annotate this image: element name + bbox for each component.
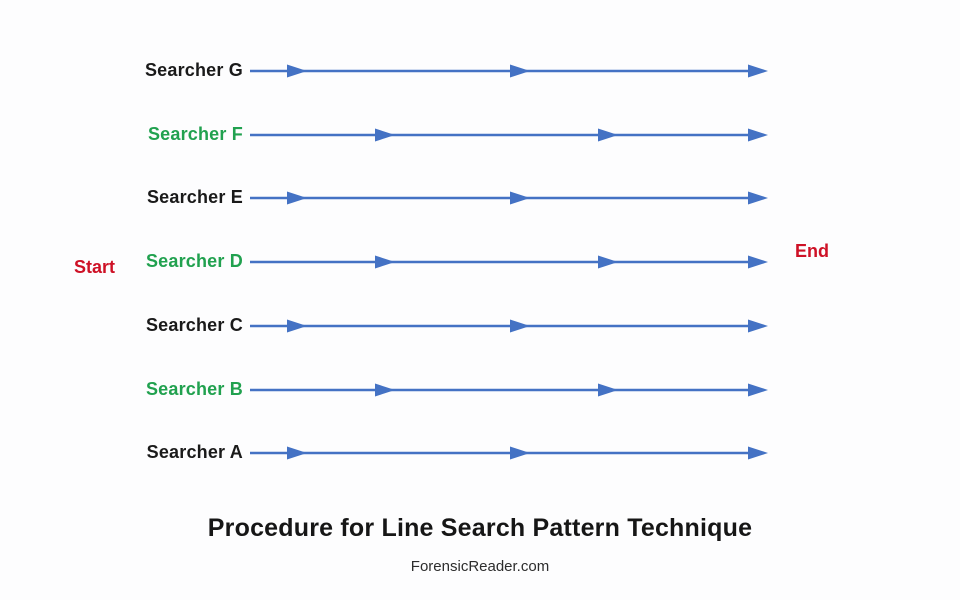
searcher-row: Searcher C: [0, 312, 960, 340]
searcher-row: Searcher G: [0, 57, 960, 85]
end-label: End: [795, 241, 829, 261]
searcher-row: Searcher B: [0, 376, 960, 404]
search-line-arrow-icon: [250, 255, 768, 269]
searcher-row: Searcher A: [0, 439, 960, 467]
search-line-arrow-icon: [250, 319, 768, 333]
searcher-label: Searcher A: [146, 442, 243, 463]
search-line-arrow-icon: [250, 64, 768, 78]
searcher-label: Searcher G: [144, 60, 243, 80]
searcher-row: Searcher D: [0, 248, 960, 276]
searcher-row: Searcher F: [0, 121, 960, 149]
searcher-label: Searcher F: [147, 123, 243, 144]
searcher-label: Searcher D: [145, 251, 243, 272]
start-label: Start: [74, 257, 116, 277]
searcher-label: Searcher C: [145, 314, 243, 335]
search-line-arrow-icon: [250, 128, 768, 142]
search-line-arrow-icon: [250, 446, 768, 460]
searcher-label: Searcher B: [145, 378, 243, 399]
searcher-row: Searcher E: [0, 184, 960, 212]
search-line-arrow-icon: [250, 191, 768, 205]
search-line-arrow-icon: [250, 383, 768, 396]
source-credit: ForensicReader.com: [410, 558, 550, 575]
diagram-title: Procedure for Line Search Pattern Techni…: [207, 514, 753, 542]
searcher-label: Searcher E: [146, 187, 243, 208]
